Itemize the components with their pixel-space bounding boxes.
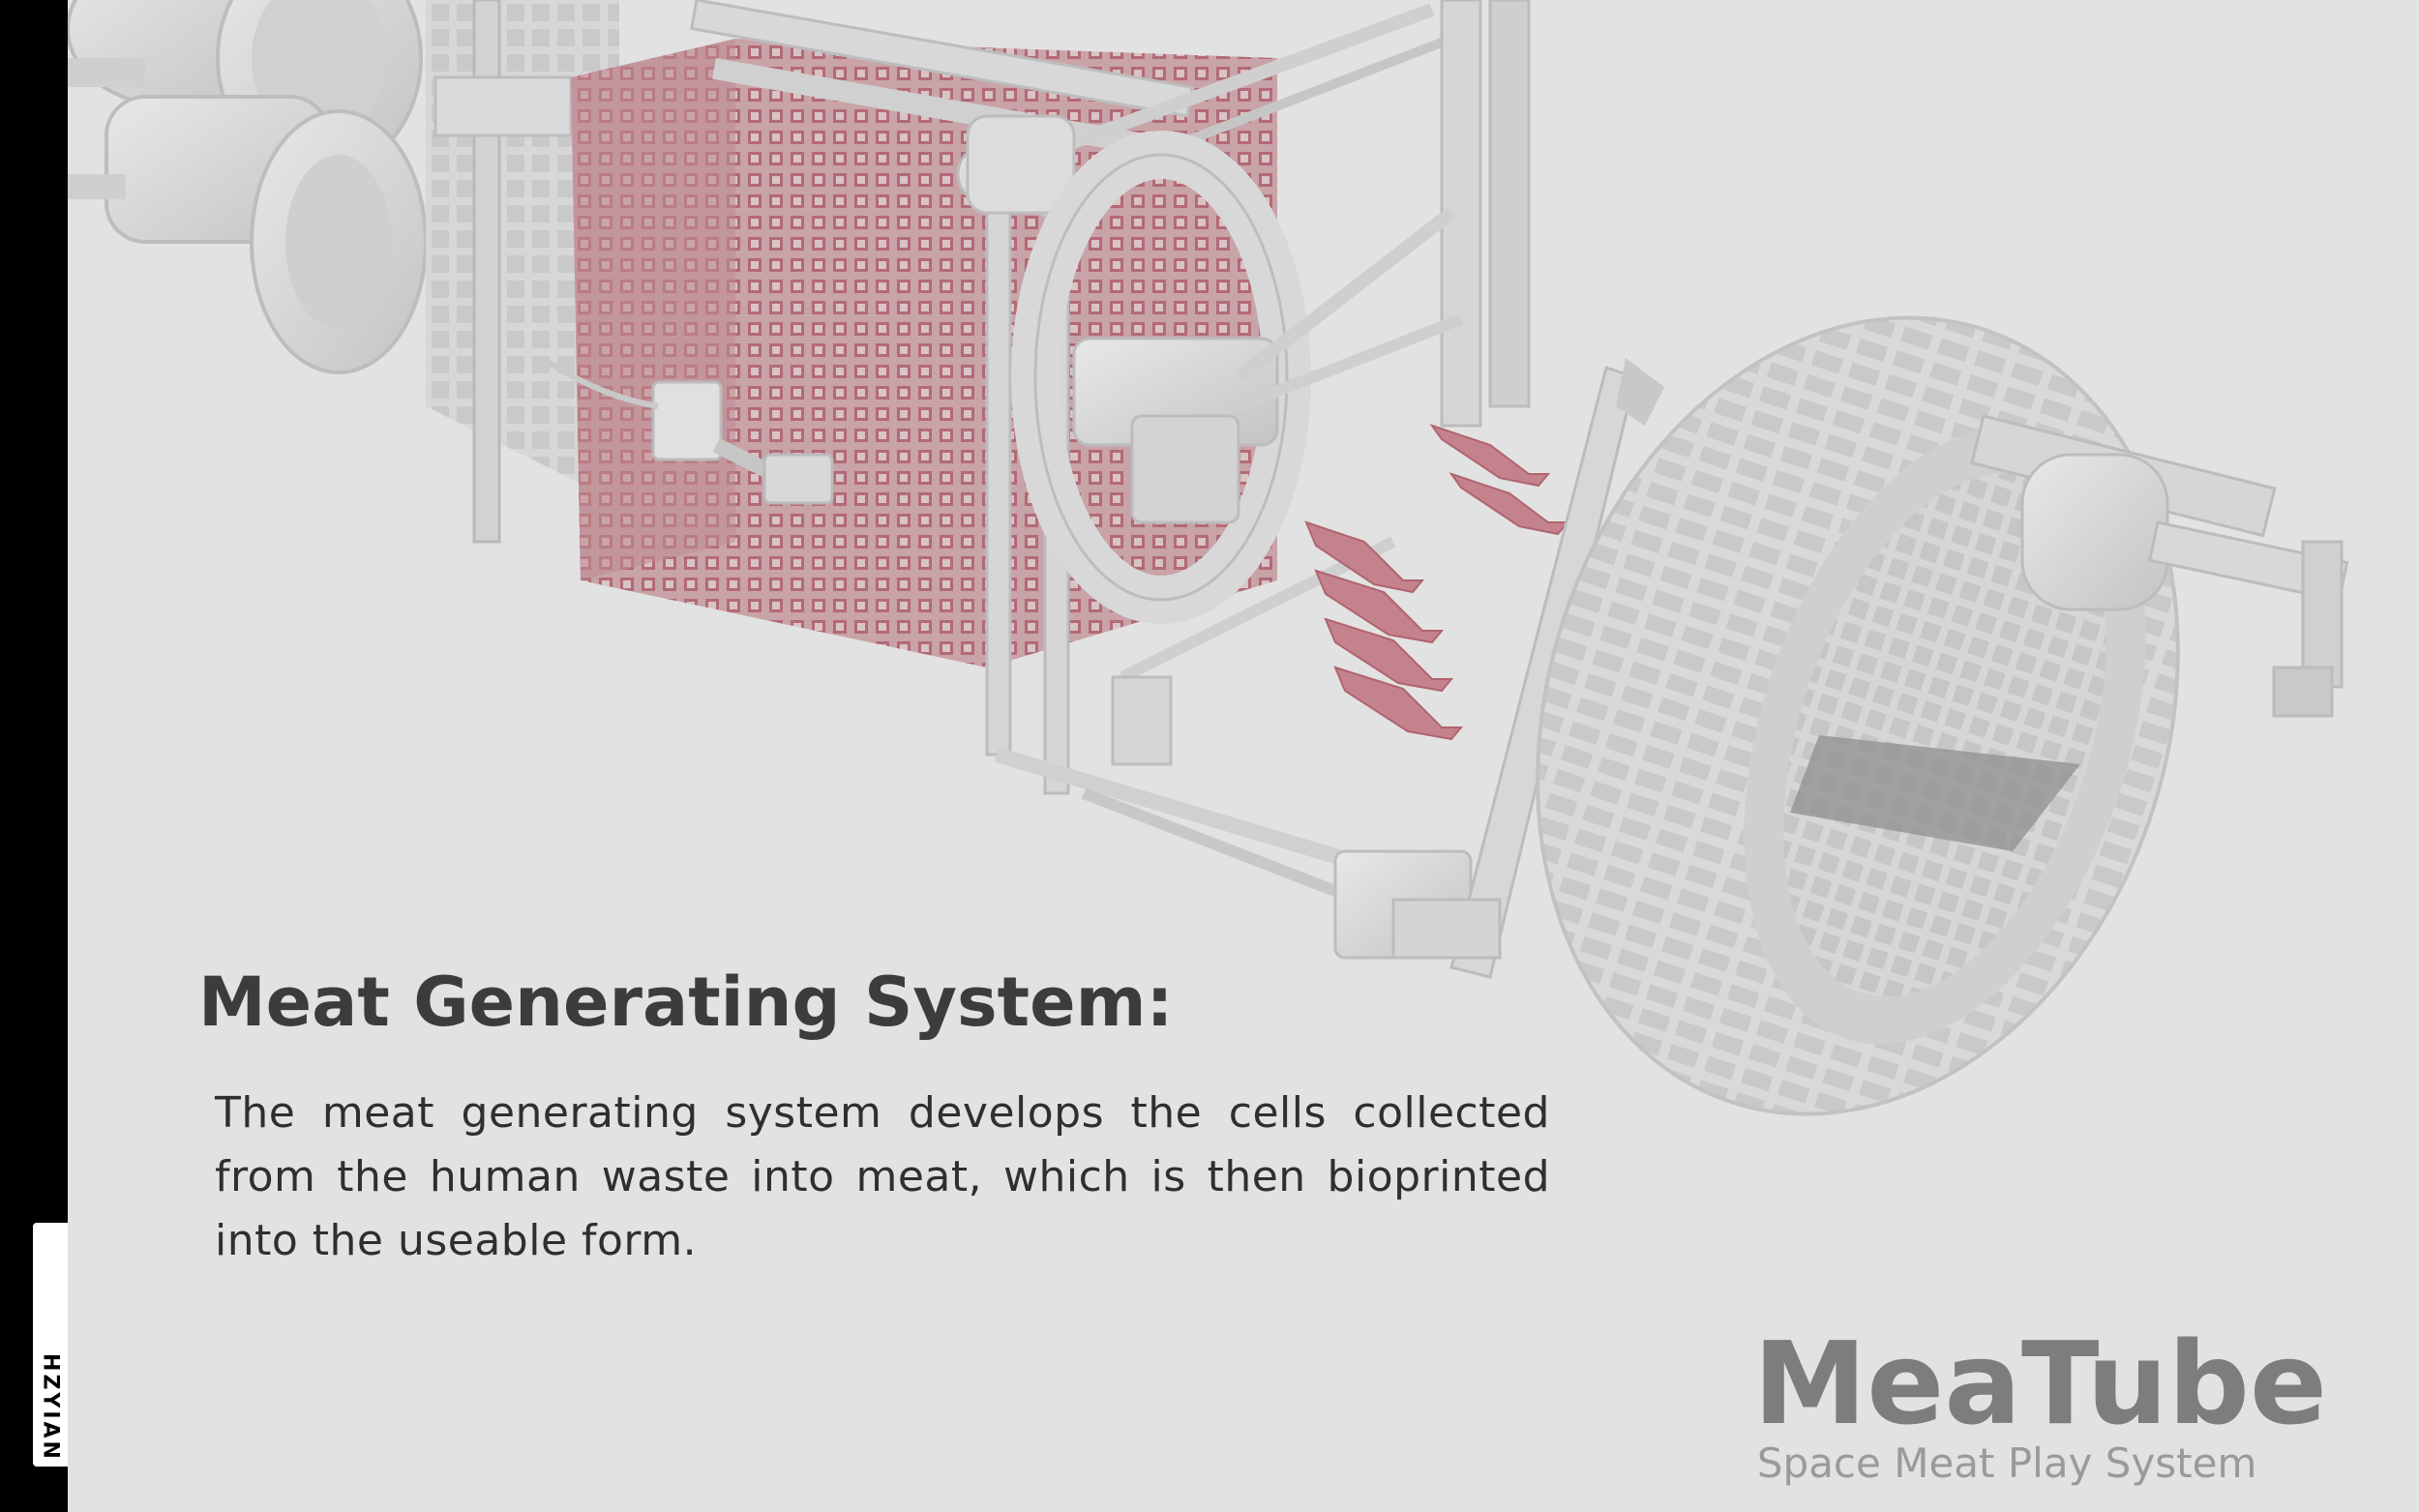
brand-subtitle: Space Meat Play System <box>1756 1439 2257 1487</box>
section-heading: Meat Generating System: <box>198 963 1174 1042</box>
section-description: The meat generating system develops the … <box>215 1088 1550 1265</box>
printer-arm <box>1391 358 1664 979</box>
robotic-arm <box>1970 414 2349 718</box>
drum-assembly <box>68 0 428 374</box>
junction-box <box>540 355 834 505</box>
toothed-ring <box>1536 315 2180 1116</box>
side-tab-label: HZYIAN <box>38 1353 63 1462</box>
brand-title: MeaTube <box>1752 1317 2327 1450</box>
print-head-ring <box>1011 131 1464 624</box>
printed-meat-forms <box>1304 424 1570 741</box>
brand-block: MeaTube Space Meat Play System <box>1753 1325 2327 1486</box>
machine-render <box>68 0 2349 1116</box>
side-tab <box>33 1223 68 1467</box>
